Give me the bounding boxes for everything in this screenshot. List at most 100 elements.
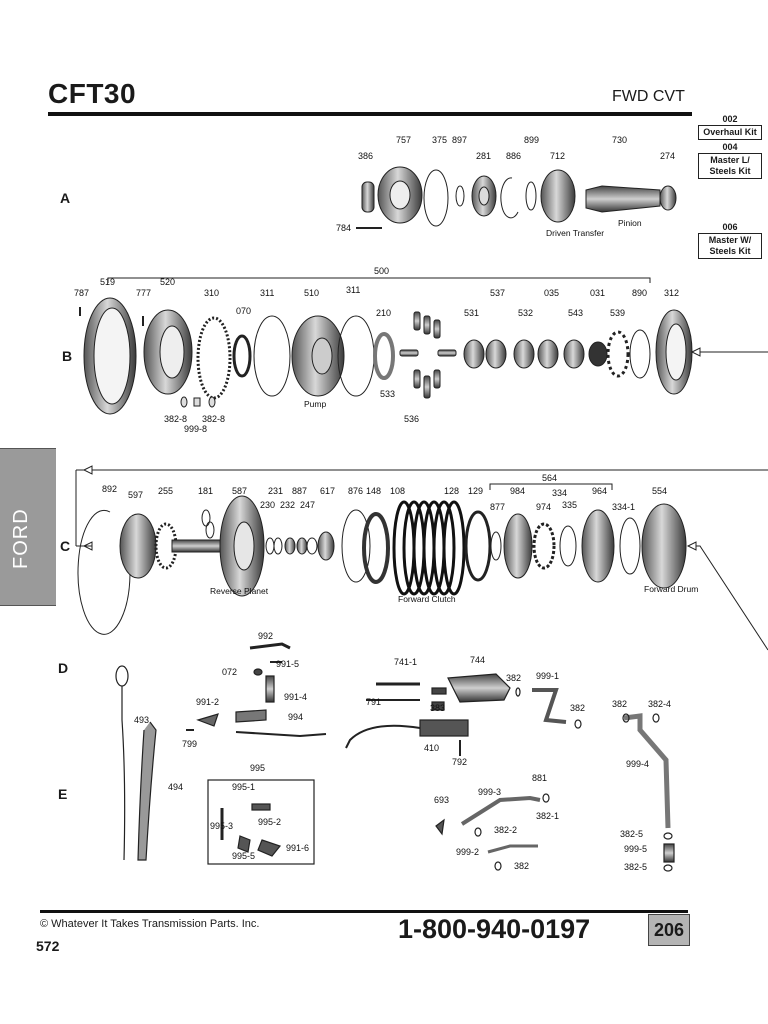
row-b-labels: 500 519 787 777 520 310 311 510 311 210 … <box>74 266 679 434</box>
part-number: 383 <box>430 703 445 713</box>
part-number: 693 <box>434 795 449 805</box>
part-554-forward-drum-shape <box>641 503 687 589</box>
part-label: Pump <box>304 399 326 409</box>
part-532-shape <box>513 339 535 369</box>
part-number: 382-5 <box>624 862 647 872</box>
part-number: 520 <box>160 277 175 287</box>
part-number: 984 <box>510 486 525 496</box>
part-number: 335 <box>562 500 577 510</box>
part-890-shape <box>629 329 651 379</box>
part-886-shape <box>500 177 519 219</box>
part-493-dipstick <box>121 686 126 861</box>
part-number: 533 <box>380 389 395 399</box>
part-number: 247 <box>300 500 315 510</box>
row-letter-e: E <box>58 786 68 802</box>
copyright-text: © Whatever It Takes Transmission Parts. … <box>40 918 260 930</box>
page-title: CFT30 <box>48 78 137 109</box>
part-number: 792 <box>452 757 467 767</box>
part-number: 617 <box>320 486 335 496</box>
part-984-shape <box>503 513 533 579</box>
part-number: 799 <box>182 739 197 749</box>
part-number: 974 <box>536 502 551 512</box>
part-537-shape <box>485 339 507 369</box>
part-number: 382 <box>506 673 521 683</box>
part-number: 531 <box>464 308 479 318</box>
part-375-shape <box>423 169 449 227</box>
part-number: 035 <box>544 288 559 298</box>
part-number: 992 <box>258 631 273 641</box>
part-number: 274 <box>660 151 675 161</box>
part-035-shape <box>537 339 559 369</box>
part-531-shape <box>463 339 485 369</box>
kit-master-w-steels: 006 Master W/ Steels Kit <box>698 222 762 259</box>
kit-name: Overhaul Kit <box>698 125 762 140</box>
kit-code: 002 <box>722 114 738 124</box>
part-number: 537 <box>490 288 505 298</box>
part-number: 382-5 <box>620 829 643 839</box>
part-number: 995-3 <box>210 821 233 831</box>
part-number: 995-1 <box>232 782 255 792</box>
part-number: 375 <box>432 135 447 145</box>
part-number: 995-5 <box>232 851 255 861</box>
part-730-shape <box>585 185 661 213</box>
part-number: 991-2 <box>196 697 219 707</box>
part-999-4-shape <box>623 713 671 829</box>
part-number: 334 <box>552 488 567 498</box>
part-number: 554 <box>652 486 667 496</box>
part-number: 072 <box>222 667 237 677</box>
part-899-shape <box>525 181 537 211</box>
part-number: 382-1 <box>536 811 559 821</box>
part-number: 899 <box>524 135 539 145</box>
part-386-shape <box>361 181 375 213</box>
part-number: 887 <box>292 486 307 496</box>
kit-master-l-steels: 004 Master L/ Steels Kit <box>698 142 762 179</box>
part-311-shape <box>253 315 291 397</box>
part-number: 876 <box>348 486 363 496</box>
part-number: 999-1 <box>536 671 559 681</box>
part-number: 991-4 <box>284 692 307 702</box>
footer-rule <box>40 910 688 913</box>
section-page-box: 206 <box>648 914 690 946</box>
part-number: 382 <box>514 861 529 871</box>
part-210-shape <box>373 332 395 380</box>
part-number: 410 <box>424 743 439 753</box>
part-number: 564 <box>542 473 557 483</box>
part-number: 892 <box>102 484 117 494</box>
part-494-tube <box>137 721 157 861</box>
part-number: 991-5 <box>276 659 299 669</box>
part-335-shape <box>559 525 577 567</box>
part-number: 999-4 <box>626 759 649 769</box>
row-letter-b: B <box>62 348 73 364</box>
part-number: 311 <box>260 288 274 298</box>
part-number: 382-4 <box>648 699 671 709</box>
part-number: 230 <box>260 500 275 510</box>
part-999-2-shape <box>487 844 538 854</box>
part-543-shape <box>563 339 585 369</box>
part-number: 539 <box>610 308 625 318</box>
part-877-shape <box>490 531 502 561</box>
part-310-shape <box>196 316 232 400</box>
part-410-shape <box>419 719 469 737</box>
part-994-shape <box>235 731 327 738</box>
part-number: 999-2 <box>456 847 479 857</box>
phone-number: 1-800-940-0197 <box>398 914 591 944</box>
part-number: 890 <box>632 288 647 298</box>
kit-overhaul: 002 Overhaul Kit <box>698 114 762 140</box>
part-number: 108 <box>390 486 405 496</box>
part-892-shape <box>77 509 131 635</box>
part-number: 999-8 <box>184 424 207 434</box>
part-number: 999-5 <box>624 844 647 854</box>
part-number: 587 <box>232 486 247 496</box>
part-274-shape <box>659 185 677 211</box>
part-number: 031 <box>590 288 605 298</box>
part-number: 148 <box>366 486 381 496</box>
part-number: 784 <box>336 223 351 233</box>
manufacturer-tab: FORD <box>0 448 56 606</box>
part-label: Reverse Planet <box>210 586 269 596</box>
row-e-labels: 494 995 995-1 995-3 995-2 995-5 991-6 88… <box>168 763 647 872</box>
part-number: 964 <box>592 486 607 496</box>
kit-name: Master W/ Steels Kit <box>698 233 762 259</box>
part-number: 881 <box>532 773 547 783</box>
header-rule <box>48 112 692 116</box>
part-number: 787 <box>74 288 89 298</box>
